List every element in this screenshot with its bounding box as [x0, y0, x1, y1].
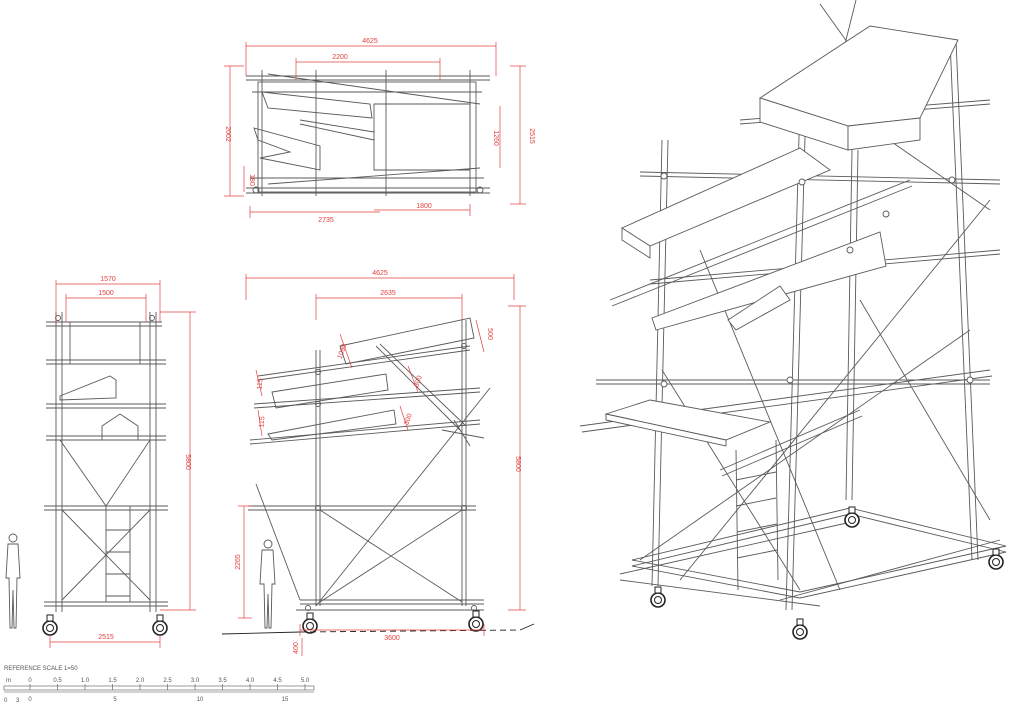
scale-m-label: 10	[197, 697, 204, 703]
front-dim-top-inner: 1500	[98, 290, 114, 297]
plan-dim-bottom-left: 2735	[318, 217, 334, 224]
reference-scale: REFERENCE SCALE 1=50 m 0 0.5 1.0 1.5 2.0 2.5 3…	[3, 666, 315, 704]
side-dim-chute-f: 115	[259, 416, 267, 428]
scale-ft-label: 1.5	[108, 678, 117, 684]
side-dim-base: 3600	[384, 635, 400, 642]
plan-dim-top-overall: 4625	[362, 38, 378, 45]
plan-dim-left-small: 180	[248, 174, 255, 186]
front-dim-base: 2515	[98, 634, 114, 641]
scale-ft-label: 3.5	[218, 678, 227, 684]
plan-dim-right-inner: 1260	[492, 130, 499, 146]
scale-m-label: 5	[113, 697, 117, 703]
scale-ft-label: 4.0	[246, 678, 255, 684]
scale-m-label: 15	[282, 697, 289, 703]
plan-dim-left-depth: 2002	[224, 126, 231, 142]
side-dim-chute-d: 115	[257, 378, 265, 390]
side-dim-top-overall: 4625	[372, 270, 388, 277]
human-figure-left	[5, 533, 21, 629]
side-dim-chute-b: 1090	[337, 343, 349, 360]
scale-ft-label: 0	[28, 678, 32, 684]
scale-m-marks: 0 5 10 15	[28, 697, 289, 703]
plan-dim-bottom-right: 1800	[416, 203, 432, 210]
scale-ft-label: 2.5	[163, 678, 172, 684]
scale-ft-marks: 0 0.5 1.0 1.5 2.0 2.5 3.0 3.5 4.0 4.5 5.0	[28, 678, 310, 690]
front-dim-height: 5800	[184, 454, 191, 470]
scale-title: REFERENCE SCALE 1=50	[4, 666, 78, 672]
side-dim-height: 5800	[514, 456, 521, 472]
side-dim-chute-a: 500	[486, 328, 493, 340]
side-dim-chute-c: 300	[413, 375, 424, 388]
plan-dim-right-overall: 2515	[528, 128, 535, 144]
scale-ft-label: 5.0	[301, 678, 310, 684]
scale-ft-label: 4.5	[273, 678, 282, 684]
front-dimensions	[49, 280, 196, 648]
plan-dim-top-upper: 2200	[332, 54, 348, 61]
scale-ft-label: 2.0	[136, 678, 145, 684]
front-dimension-labels: 1570 1500 5800 2515	[98, 276, 191, 641]
front-dim-top-overall: 1570	[100, 276, 116, 283]
side-dim-top-upper: 2635	[380, 290, 396, 297]
perspective-view	[579, 0, 1007, 611]
scale-left-unit: m	[6, 678, 11, 684]
scale-m-label: 0	[28, 697, 32, 703]
side-dimension-labels: 4625 2635 500 1090 300 115 300 115 5800 …	[235, 270, 521, 654]
side-dimensions	[238, 274, 526, 656]
scale-ft-label: 3.0	[191, 678, 200, 684]
side-elevation	[248, 317, 491, 611]
plan-view	[246, 70, 490, 196]
side-dim-platform: 2265	[235, 554, 242, 570]
front-elevation	[44, 312, 168, 612]
scale-small-0: 0	[4, 698, 8, 704]
side-dim-wheel: 400	[293, 642, 300, 654]
side-dim-chute-e: 300	[403, 413, 414, 426]
scale-ft-label: 0.5	[53, 678, 62, 684]
plan-dimension-labels: 4625 2200 2002 180 1260 2515 2735 1800	[224, 38, 535, 224]
scale-ft-label: 1.0	[81, 678, 90, 684]
human-figure-side	[259, 539, 276, 629]
scale-small-3: 3	[16, 698, 20, 704]
plan-dimensions	[224, 42, 526, 218]
